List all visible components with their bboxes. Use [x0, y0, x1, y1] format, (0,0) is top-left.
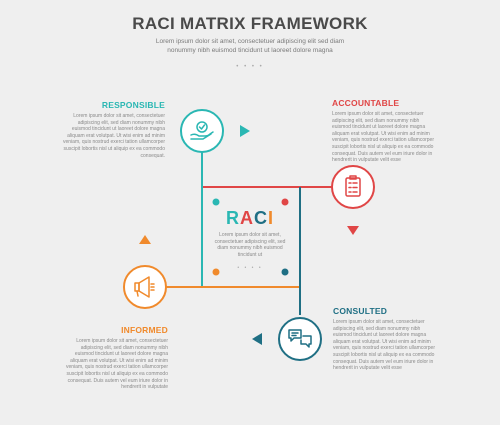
- informed-description: Lorem ipsum dolor sit amet, consectetuer…: [66, 338, 168, 391]
- consulted-heading: CONSULTED: [333, 306, 388, 316]
- clipboard-checklist-icon: [345, 175, 361, 197]
- center-title: RACI: [200, 208, 300, 229]
- chat-bubbles-icon: [288, 329, 312, 348]
- page-subtitle: Lorem ipsum dolor sit amet, consectetuer…: [155, 38, 345, 54]
- corner-dot-accountable: [281, 198, 289, 206]
- letter-i: I: [267, 208, 274, 228]
- corner-dot-responsible: [212, 198, 220, 206]
- arrow-left-icon: [252, 333, 262, 345]
- responsible-icon-circle: [180, 109, 224, 153]
- letter-c: C: [253, 208, 268, 228]
- accountable-description: Lorem ipsum dolor sit amet, consectetuer…: [332, 111, 434, 164]
- corner-dot-consulted: [281, 268, 289, 276]
- page-title: RACI MATRIX FRAMEWORK: [132, 14, 368, 33]
- informed-icon-circle: [123, 265, 167, 309]
- arrow-down-icon: [347, 226, 359, 235]
- accountable-heading: ACCOUNTABLE: [332, 98, 400, 108]
- letter-r: R: [225, 208, 240, 228]
- arrow-up-icon: [139, 235, 151, 244]
- responsible-heading: RESPONSIBLE: [101, 100, 165, 110]
- arrow-right-icon: [240, 125, 250, 137]
- letter-a: A: [239, 208, 254, 228]
- consulted-icon-circle: [278, 317, 322, 361]
- center-dots: • • • •: [237, 265, 263, 271]
- center-description: Lorem ipsum dolor sit amet, consectetuer…: [214, 232, 286, 258]
- corner-dot-informed: [212, 268, 220, 276]
- responsible-description: Lorem ipsum dolor sit amet, consectetuer…: [63, 113, 165, 159]
- header-dots: • • • •: [236, 64, 264, 70]
- hand-check-icon: [190, 121, 214, 140]
- megaphone-icon: [134, 276, 155, 298]
- consulted-description: Lorem ipsum dolor sit amet, consectetuer…: [333, 319, 435, 372]
- informed-heading: INFORMED: [121, 325, 168, 335]
